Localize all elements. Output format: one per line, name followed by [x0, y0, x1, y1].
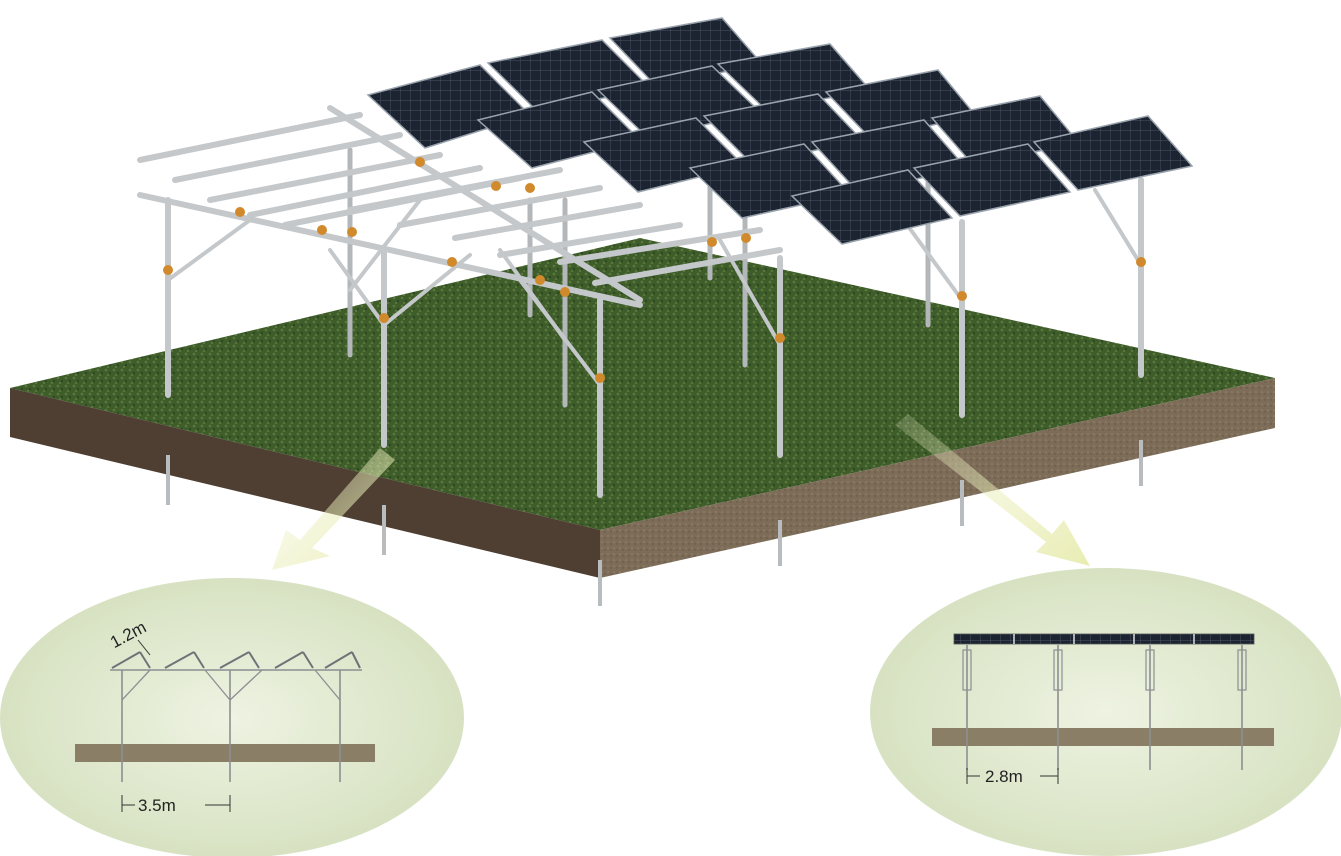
span-label-right: 2.8m: [985, 767, 1023, 786]
span-dimension-left: [121, 795, 231, 812]
callout-arrows: [272, 414, 1090, 570]
connector-clamps: [163, 157, 1146, 383]
solar-panel-icon: [790, 169, 954, 245]
span-dimension-right: [966, 768, 1059, 784]
front-posts: [165, 177, 1144, 498]
detail-background: [0, 578, 464, 856]
ground-bar: [75, 744, 375, 762]
ground-piles: [166, 440, 1143, 606]
ground-bar: [932, 728, 1274, 746]
ground-block: [10, 238, 1275, 578]
main-beams: [137, 105, 783, 308]
callout-arrow-icon: [895, 414, 1090, 566]
callout-arrow-icon: [272, 448, 395, 570]
side-tilted-panels: [111, 651, 361, 669]
grass-surface: [10, 238, 1275, 530]
front-panel-strip: [953, 633, 1255, 645]
left-detail: 1.2m 3.5m: [0, 578, 464, 856]
post-sleeves: [962, 649, 1247, 691]
right-detail: 2.8m: [870, 568, 1341, 856]
soil-side-left: [10, 388, 600, 578]
solar-panel-icon: [912, 143, 1072, 217]
soil-side-right: [600, 378, 1275, 578]
tilt-leader: [137, 639, 151, 656]
solar-panel-array: [366, 17, 1194, 245]
side-braces: [121, 669, 341, 701]
front-posts-detail: [966, 645, 1243, 770]
solar-panel-icon: [1032, 115, 1194, 191]
detail-background: [870, 568, 1341, 856]
steel-structure: [137, 105, 1146, 498]
span-label-left: 3.5m: [138, 796, 176, 815]
side-posts: [121, 670, 341, 782]
